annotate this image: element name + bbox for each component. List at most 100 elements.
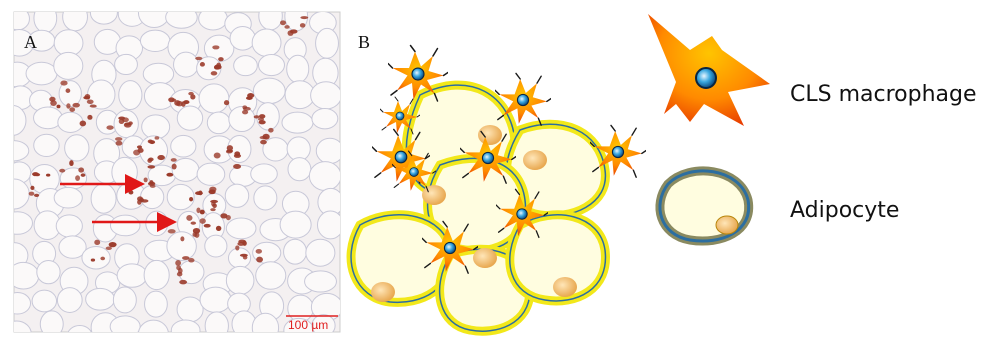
fat-cell-outline [119,81,142,110]
macrophage-stain [212,203,217,208]
macrophage-stain [141,199,149,202]
macrophage-stain [80,120,87,126]
macrophage-stain [75,175,80,181]
macrophage-stain [115,137,122,141]
fat-cell-outline [5,293,31,314]
fat-cell-outline [258,54,284,75]
fat-cell-outline [146,211,168,236]
fat-cell-outline [0,105,26,135]
macrophage-stain [109,242,117,247]
macrophage-stain [300,16,308,19]
adipocyte-cell [510,215,606,301]
macrophage-stain [210,200,218,203]
macrophage-stain [195,57,202,60]
fat-cell-outline [229,106,255,131]
macrophage-stain [191,221,196,224]
macrophage-stain [256,249,262,254]
macrophage-stain [284,25,289,29]
fat-cell-outline [226,266,254,294]
fat-cell-outline [199,7,228,30]
macrophage-stain [214,153,221,159]
macrophage-stain [268,128,273,133]
macrophage-stain [137,148,143,153]
macrophage-stain [87,99,94,104]
legend-adipocyte-icon [660,171,749,241]
fat-cell-outline [166,6,198,28]
macrophage-stain [144,177,148,182]
fat-cell-outline [177,297,203,322]
fat-cell-outline [311,82,342,109]
fat-cell-outline [145,291,168,317]
fat-cell-outline [287,55,309,83]
macrophage-stain [259,114,265,118]
panel-a [0,0,344,338]
fat-cell-outline [57,288,82,313]
legend-macrophage-label: CLS macrophage [790,82,977,107]
macrophage-stain [90,105,97,108]
macrophage-stain [179,280,187,285]
fat-cell-outline [256,262,286,290]
fat-cell-outline [54,187,82,208]
macrophage-stain [56,105,60,109]
fat-cell-outline [251,164,278,184]
fat-cell-outline [317,211,343,239]
macrophage-stain [148,139,153,143]
fat-cell-outline [56,215,82,237]
macrophage-stain [171,158,177,162]
macrophage-stain [49,97,55,102]
macrophage-stain [240,254,248,257]
macrophage-stain [209,187,216,192]
fat-cell-outline [312,109,338,129]
macrophage-stain [189,197,193,201]
fat-cell-outline [225,184,248,207]
macrophage-stain [100,257,105,261]
macrophage-stain [211,71,218,75]
macrophage-stain [181,101,186,107]
macrophage-stain [78,167,84,172]
macrophage-stain [176,265,181,270]
panel-b-crown-like-structure [351,46,646,332]
fat-cell-outline [205,235,227,257]
fat-cell-outline [34,134,59,156]
macrophage-stain [260,140,267,144]
macrophage-stain [148,182,155,186]
fat-cell-outline [110,215,140,236]
fat-cell-outline [34,4,57,33]
macrophage-stain [246,96,253,100]
macrophage-stain [182,256,189,260]
macrophage-stain [263,134,270,140]
macrophage-stain [148,158,153,162]
macrophage-stain [32,172,39,176]
fat-cell-outline [90,2,117,24]
fat-cell-outline [197,163,225,185]
macrophage-stain [300,23,305,28]
macrophage-stain [214,66,219,70]
fat-cell-outline [287,137,310,161]
fat-cell-outline [3,212,33,235]
macrophage-stain [204,224,211,228]
macrophage-stain [212,45,219,49]
fat-cell-outline [226,218,256,239]
fat-cell-outline [144,260,169,289]
fat-cell-outline [140,136,168,166]
fat-cell-outline [54,52,83,79]
fat-cell-outline [0,141,29,161]
macrophage-stain [69,107,75,112]
fat-cell-outline [110,316,140,337]
macrophage-stain [91,258,95,261]
macrophage-stain [216,226,221,231]
fat-cell-outline [88,80,115,109]
macrophage-stain [122,117,129,122]
fat-cell-outline [253,78,285,104]
macrophage-stain [254,115,260,118]
macrophage-stain [155,136,160,139]
macrophage-stain [168,97,175,102]
macrophage-stain [220,213,227,218]
macrophage-stain [137,200,141,205]
macrophage-stain [242,105,247,109]
fat-cell-outline [58,112,83,132]
macrophage-stain [157,155,165,160]
macrophage-stain [81,173,86,177]
fat-cell-outline [0,179,29,209]
